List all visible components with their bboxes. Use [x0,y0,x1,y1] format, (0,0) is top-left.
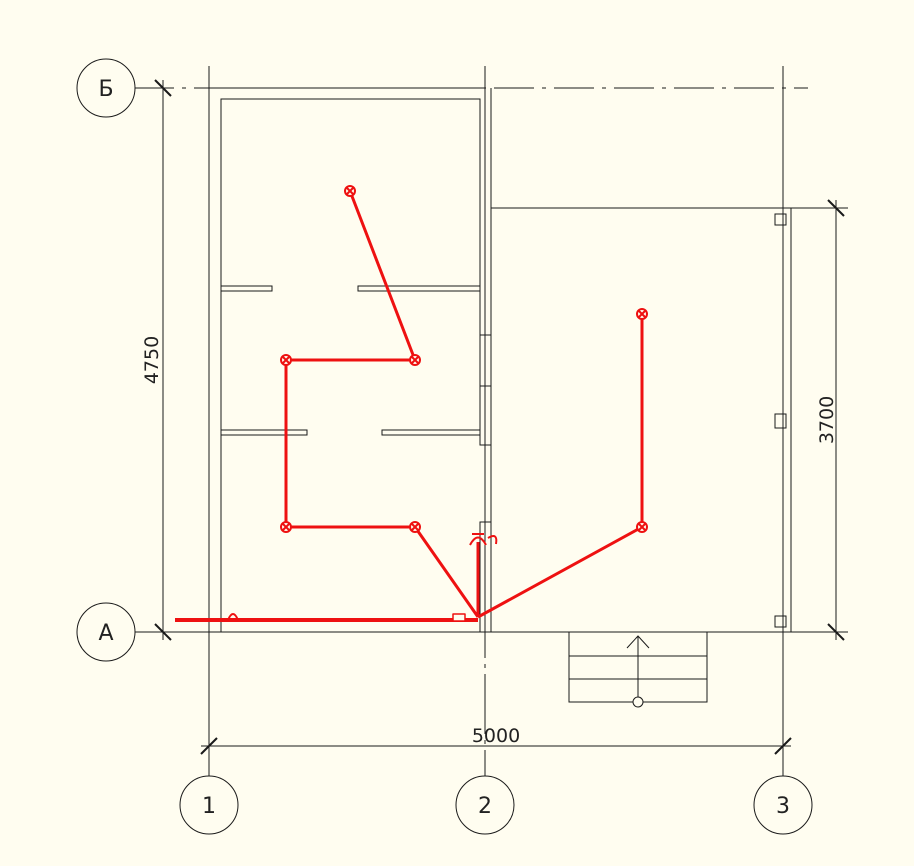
dim-height-right: 3700 [816,396,838,444]
axis-label-col-1: 1 [202,794,216,819]
partition-2-right [381,429,481,436]
axis-label-row-a: А [98,621,113,646]
left-room-inner-wall [220,98,481,632]
pipe-node [280,521,292,533]
pipe-nodes [280,185,648,533]
partition-1-left [220,285,273,292]
dim-left-tick-bottom [154,623,172,641]
axis-bubbles [76,58,813,835]
pipe-node [636,308,648,320]
stairs-start-circle [632,696,644,708]
axis-bubble-col-2 [455,775,515,835]
dim-bottom-tick-right [774,737,792,755]
axis-label-col-3: 3 [776,794,790,819]
stairs [568,631,708,708]
axis-label-col-2: 2 [478,794,492,819]
pipe-fitting-left [227,613,239,621]
wall-segment-lower [479,521,492,633]
pipe-branch-right [477,314,644,619]
pipe-node [409,354,421,366]
partition-2-left [220,429,308,436]
pipe-node [280,354,292,366]
axis-bubble-col-1 [179,775,239,835]
pipe-riser-symbol [469,533,498,546]
column-marker-bottom [774,615,787,628]
axis-label-row-b: Б [98,77,113,102]
pipe-node [636,521,648,533]
walls [208,87,792,633]
axis-bubble-col-3 [753,775,813,835]
pipe-node [409,521,421,533]
axis-bubble-row-a [76,602,136,662]
dim-width-total: 5000 [472,725,520,747]
pipe-branch-left [284,190,480,618]
pipe-network [175,190,644,622]
stairs-arrow-head [626,635,650,649]
pipe-node [344,185,356,197]
dim-left-tick-top [154,79,172,97]
dimension-lines [154,79,848,755]
dim-bottom-tick-left [200,737,218,755]
left-room-outer [208,87,486,633]
axis-bubble-row-b [76,58,136,118]
pipe-fitting-main [452,613,466,622]
column-marker-middle [774,413,787,429]
dim-right-tick-bottom [827,623,845,641]
wall-segment-upper [479,334,492,446]
dim-right-tick-top [827,199,845,217]
dim-height-total: 4750 [141,336,163,384]
partition-1-right [357,285,481,292]
column-marker-top [774,213,787,226]
